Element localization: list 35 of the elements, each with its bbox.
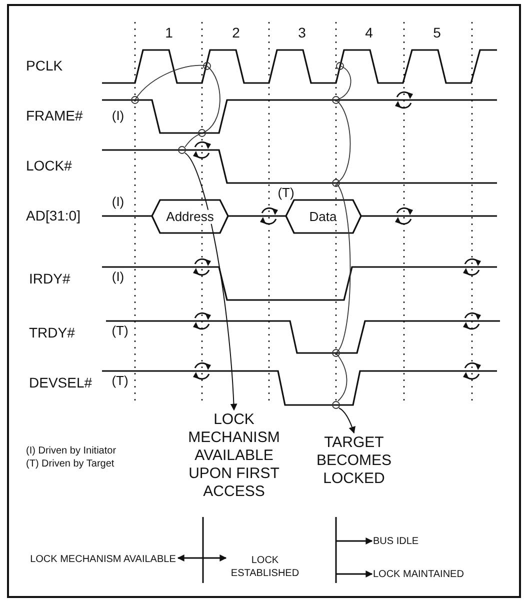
cycle-number: 3 bbox=[298, 25, 306, 41]
annotation-text: LOCK MECHANISM AVAILABLE UPON FIRST ACCESS bbox=[179, 411, 289, 501]
signal-name: PCLK bbox=[26, 58, 63, 74]
signal-name: TRDY# bbox=[29, 325, 75, 341]
signal-name: FRAME# bbox=[26, 108, 83, 124]
driver-mark: (T) bbox=[278, 186, 294, 200]
signal-name: LOCK# bbox=[26, 158, 72, 174]
driver-mark: (I) bbox=[112, 108, 124, 124]
sample-point bbox=[332, 401, 340, 409]
sample-point bbox=[178, 146, 186, 154]
signal-name: IRDY# bbox=[29, 271, 70, 287]
annotation-text: TARGET BECOMES LOCKED bbox=[306, 434, 402, 488]
arrow bbox=[336, 570, 373, 578]
key-label: LOCK MAINTAINED bbox=[373, 568, 483, 581]
arrow bbox=[177, 554, 227, 562]
note-text: (I) Driven by Initiator bbox=[26, 446, 116, 456]
cycle-number: 1 bbox=[165, 25, 173, 41]
cycle-number: 4 bbox=[365, 25, 373, 41]
arrow bbox=[338, 408, 356, 434]
signal-name: AD[31:0] bbox=[26, 208, 80, 224]
driver-mark: (T) bbox=[112, 324, 128, 338]
arrow bbox=[184, 152, 238, 411]
key-label: LOCK ESTABLISHED bbox=[227, 554, 303, 580]
key-label: LOCK MECHANISM AVAILABLE bbox=[28, 553, 178, 566]
cycle-number: 5 bbox=[433, 25, 441, 41]
bus-value: Data bbox=[307, 210, 339, 224]
arrow bbox=[336, 538, 373, 544]
signal-name: DEVSEL# bbox=[29, 375, 92, 391]
key-label: BUS IDLE bbox=[373, 535, 433, 548]
bus-value: Address bbox=[164, 210, 216, 224]
driver-mark: (T) bbox=[112, 374, 128, 388]
cycle-number: 2 bbox=[232, 25, 240, 41]
driver-mark: (I) bbox=[112, 194, 124, 210]
driver-mark: (I) bbox=[112, 270, 124, 284]
note-text: (T) Driven by Target bbox=[26, 458, 114, 470]
